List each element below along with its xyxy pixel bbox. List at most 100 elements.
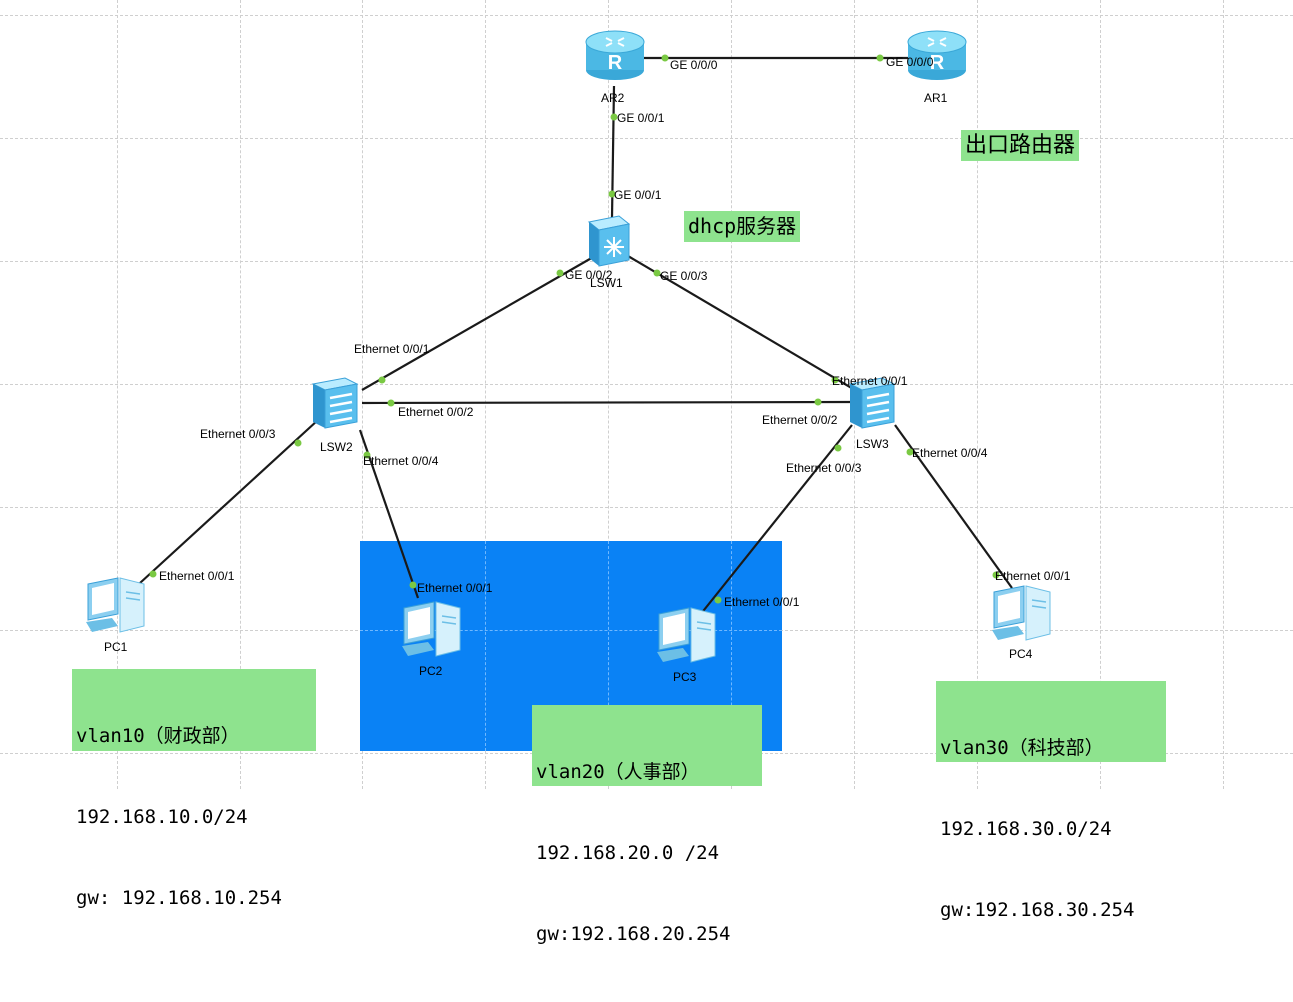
port-label-ar2-ge001: GE 0/0/1 — [617, 111, 665, 125]
port-label-lsw2-e003: Ethernet 0/0/3 — [200, 427, 276, 441]
note-vlan20-line2: 192.168.20.0 /24 — [536, 842, 720, 864]
switch-lsw2[interactable] — [309, 376, 361, 435]
grid-line — [0, 384, 1293, 385]
pc-label-pc4: PC4 — [1009, 647, 1033, 661]
svg-text:R: R — [930, 52, 945, 74]
router-ar2[interactable]: R — [584, 28, 646, 89]
pc-pc3[interactable] — [653, 604, 723, 671]
grid-line — [117, 0, 118, 789]
port-label-lsw3-e002: Ethernet 0/0/2 — [762, 413, 838, 427]
port-dot — [378, 376, 386, 384]
note-vlan20: vlan20（人事部） 192.168.20.0 /24 gw:192.168.… — [532, 705, 762, 945]
port-dot — [409, 581, 417, 589]
note-vlan20-line1: vlan20（人事部） — [536, 761, 700, 783]
router-icon: R — [907, 30, 967, 80]
port-label-lsw2-e002: Ethernet 0/0/2 — [398, 405, 474, 419]
link-lsw3-pc3[interactable] — [699, 424, 853, 616]
note-vlan10: vlan10（财政部） 192.168.10.0/24 gw: 192.168.… — [72, 669, 316, 909]
pc-icon — [992, 585, 1051, 641]
port-label-lsw3-e001: Ethernet 0/0/1 — [832, 374, 908, 388]
pc-icon — [402, 601, 461, 657]
note-vlan10-line3: gw: 192.168.10.254 — [76, 887, 282, 909]
grid-line — [485, 0, 486, 789]
port-label-lsw1-ge001: GE 0/0/1 — [614, 188, 662, 202]
link-lsw2-lsw3[interactable] — [361, 400, 851, 405]
port-label-lsw1-ge002: GE 0/0/2 — [565, 268, 613, 282]
core-switch-icon — [587, 215, 631, 267]
link-lsw1-lsw3[interactable] — [627, 255, 856, 391]
pc-pc1[interactable] — [82, 574, 152, 641]
pc-label-pc3: PC3 — [673, 670, 697, 684]
grid-line — [362, 0, 363, 789]
port-label-ar1-ge000: GE 0/0/0 — [886, 55, 934, 69]
grid-line — [240, 0, 241, 789]
topology-canvas: R AR2 R AR1 LSW1 — [0, 0, 1293, 945]
svg-text:R: R — [608, 52, 623, 74]
switch-label-lsw1: LSW1 — [590, 276, 623, 290]
note-vlan20-line3: gw:192.168.20.254 — [536, 923, 731, 945]
switch-label-lsw3: LSW3 — [856, 437, 889, 451]
note-vlan10-line2: 192.168.10.0/24 — [76, 806, 248, 828]
note-vlan30: vlan30（科技部） 192.168.30.0/24 gw:192.168.3… — [936, 681, 1166, 921]
grid-line — [608, 541, 609, 751]
port-dot — [906, 448, 914, 456]
port-dot — [992, 571, 1000, 579]
grid-line — [1223, 0, 1224, 789]
note-vlan30-line1: vlan30（科技部） — [940, 737, 1104, 759]
port-label-ar2-ge000: GE 0/0/0 — [670, 58, 718, 72]
port-dot — [294, 439, 302, 447]
port-dot — [387, 399, 395, 407]
port-label-pc1-e001: Ethernet 0/0/1 — [159, 569, 235, 583]
grid-line — [485, 541, 486, 751]
switch-lsw1[interactable] — [583, 214, 631, 273]
port-label-pc4-e001: Ethernet 0/0/1 — [995, 569, 1071, 583]
port-label-lsw2-e004: Ethernet 0/0/4 — [363, 454, 439, 468]
port-label-lsw1-ge003: GE 0/0/3 — [660, 269, 708, 283]
grid-line — [360, 630, 782, 631]
router-icon: R — [585, 30, 645, 80]
note-vlan10-line1: vlan10（财政部） — [76, 725, 240, 747]
link-lsw1-lsw2[interactable] — [361, 255, 596, 391]
note-vlan30-line3: gw:192.168.30.254 — [940, 899, 1135, 921]
router-label-ar1: AR1 — [924, 91, 948, 105]
switch-icon — [848, 377, 896, 429]
router-ar1[interactable]: R — [906, 28, 968, 89]
grid-line — [0, 261, 1293, 262]
port-dot — [834, 444, 842, 452]
link-lsw2-pc1[interactable] — [139, 419, 319, 584]
grid-line — [0, 138, 1293, 139]
note-egress-router: 出口路由器 — [961, 130, 1080, 161]
port-dot — [814, 398, 822, 406]
pc-label-pc2: PC2 — [419, 664, 443, 678]
switch-icon — [311, 377, 359, 429]
port-label-lsw3-e003: Ethernet 0/0/3 — [786, 461, 862, 475]
grid-line — [0, 15, 1293, 16]
link-lsw2-pc2[interactable] — [358, 429, 420, 599]
port-label-lsw2-e001: Ethernet 0/0/1 — [354, 342, 430, 356]
link-lsw3-pc4[interactable] — [894, 424, 1013, 589]
port-label-pc3-e001: Ethernet 0/0/1 — [724, 595, 800, 609]
port-dot — [610, 113, 618, 121]
switch-lsw3[interactable] — [846, 376, 898, 435]
grid-line — [608, 0, 609, 789]
port-dot — [556, 269, 564, 277]
grid-line — [977, 0, 978, 789]
port-dot — [831, 376, 839, 384]
note-dhcp-server: dhcp服务器 — [684, 211, 801, 242]
port-dot — [876, 54, 884, 62]
pc-pc4[interactable] — [988, 582, 1058, 649]
port-dot — [653, 269, 661, 277]
switch-label-lsw2: LSW2 — [320, 440, 353, 454]
grid-line — [0, 507, 1293, 508]
links-layer — [139, 54, 1013, 616]
pc-label-pc1: PC1 — [104, 640, 128, 654]
pc-pc2[interactable] — [398, 598, 468, 665]
port-dot — [149, 570, 157, 578]
grid-line — [731, 0, 732, 789]
port-label-lsw3-e004: Ethernet 0/0/4 — [912, 446, 988, 460]
grid-line — [1100, 0, 1101, 789]
port-dot — [608, 190, 616, 198]
port-dot — [363, 451, 371, 459]
port-label-pc2-e001: Ethernet 0/0/1 — [417, 581, 493, 595]
pc-icon — [86, 577, 145, 633]
